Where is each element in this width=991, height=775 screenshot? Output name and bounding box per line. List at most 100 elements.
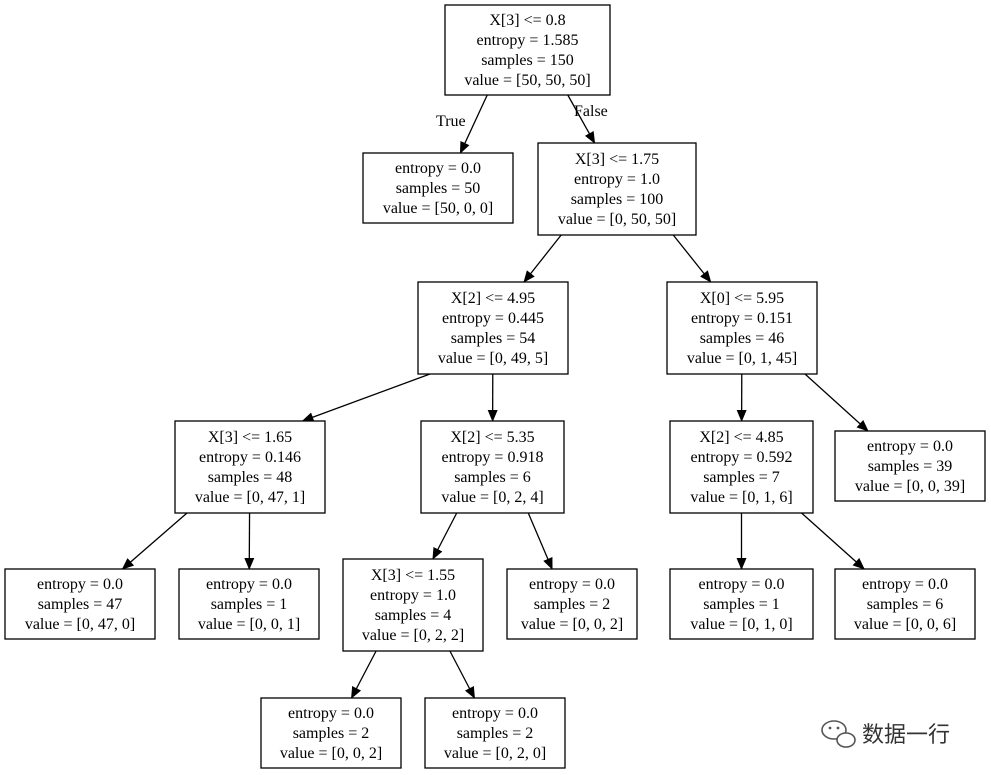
node-line: entropy = 0.146: [199, 449, 301, 466]
tree-node: entropy = 0.0 samples = 2 value = [0, 2, 0…: [424, 697, 566, 769]
node-line: samples = 47: [38, 596, 123, 613]
node-box: [669, 568, 814, 640]
edge-arrow: [121, 512, 188, 570]
node-line: value = [0, 1, 45]: [687, 350, 797, 367]
tree-node: X[3] <= 1.75 entropy = 1.0 samples = 100 va…: [537, 142, 697, 236]
tree-node: X[3] <= 1.55 entropy = 1.0 samples = 4 valu…: [342, 558, 484, 652]
node-line: entropy = 0.0: [395, 160, 481, 177]
node-box: [174, 420, 326, 514]
watermark: 数据一行: [821, 720, 950, 748]
node-line: entropy = 1.585: [477, 32, 579, 49]
node-line: samples = 1: [703, 596, 780, 613]
node-line: X[0] <= 5.95: [700, 290, 784, 307]
edge-label: True: [436, 113, 466, 130]
node-line: entropy = 0.0: [37, 576, 123, 593]
node-line: X[3] <= 1.65: [208, 429, 292, 446]
node-line: samples = 1: [211, 596, 288, 613]
node-line: value = [50, 0, 0]: [383, 200, 493, 217]
node-box: [420, 420, 565, 514]
node-line: X[2] <= 4.85: [699, 429, 783, 446]
node-line: entropy = 0.0: [699, 576, 785, 593]
node-box: [362, 152, 514, 224]
edges: True False: [121, 94, 869, 699]
node-box: [178, 568, 320, 640]
node-line: entropy = 0.0: [452, 705, 538, 722]
edge-arrow: [567, 94, 596, 144]
tree-node: X[3] <= 1.65 entropy = 0.146 samples = 48 v…: [174, 420, 326, 514]
node-line: entropy = 0.0: [206, 576, 292, 593]
node-line: value = [0, 49, 5]: [438, 350, 548, 367]
watermark-text: 数据一行: [862, 723, 950, 748]
node-line: value = [0, 1, 0]: [690, 616, 792, 633]
node-line: X[3] <= 0.8: [489, 12, 565, 29]
node-line: value = [0, 2, 4]: [441, 489, 543, 506]
node-line: value = [0, 47, 0]: [25, 616, 135, 633]
node-line: value = [0, 0, 2]: [280, 745, 382, 762]
edge-arrow: [449, 650, 476, 699]
node-line: value = [0, 2, 2]: [362, 627, 464, 644]
edge-arrow: [672, 234, 712, 283]
tree-node: entropy = 0.0 samples = 39 value = [0, 0, …: [834, 430, 986, 502]
node-line: samples = 7: [703, 469, 780, 486]
node-line: entropy = 0.0: [867, 438, 953, 455]
edge-arrow: [804, 373, 869, 432]
node-box: [342, 558, 484, 652]
edge-arrow: [432, 512, 458, 560]
node-line: samples = 4: [375, 607, 452, 624]
node-line: samples = 50: [396, 180, 481, 197]
tree-node: entropy = 0.0 samples = 6 value = [0, 0, 6…: [834, 568, 976, 640]
tree-node: entropy = 0.0 samples = 1 value = [0, 0, 1…: [178, 568, 320, 640]
node-line: value = [0, 2, 0]: [444, 745, 546, 762]
node-line: samples = 39: [868, 458, 953, 475]
edge-arrow: [801, 512, 865, 570]
node-line: samples = 6: [867, 596, 944, 613]
tree-node: entropy = 0.0 samples = 50 value = [50, 0,…: [362, 152, 514, 224]
node-line: value = [0, 0, 1]: [198, 616, 300, 633]
node-box: [444, 4, 611, 96]
node-line: samples = 2: [534, 596, 611, 613]
tree-node: X[2] <= 4.85 entropy = 0.592 samples = 7 va…: [669, 420, 814, 514]
node-line: entropy = 0.0: [862, 576, 948, 593]
node-line: samples = 46: [700, 330, 785, 347]
node-box: [417, 281, 569, 375]
node-line: X[3] <= 1.55: [371, 567, 455, 584]
node-line: samples = 2: [457, 725, 534, 742]
node-line: entropy = 0.592: [691, 449, 793, 466]
node-box: [834, 430, 986, 502]
node-box: [260, 697, 402, 769]
node-line: value = [50, 50, 50]: [464, 72, 590, 89]
tree-node: entropy = 0.0 samples = 1 value = [0, 1, 0…: [669, 568, 814, 640]
node-line: value = [0, 0, 6]: [854, 616, 956, 633]
nodes: X[3] <= 0.8 entropy = 1.585 samples = 150 v…: [4, 4, 986, 769]
edge-arrow: [350, 650, 377, 699]
node-line: samples = 48: [208, 469, 293, 486]
node-line: samples = 100: [571, 191, 664, 208]
edge-arrow: [523, 234, 562, 283]
node-line: value = [0, 1, 6]: [690, 489, 792, 506]
node-box: [834, 568, 976, 640]
node-line: entropy = 1.0: [370, 587, 456, 604]
node-line: X[3] <= 1.75: [575, 151, 659, 168]
node-line: samples = 54: [451, 330, 536, 347]
node-line: entropy = 1.0: [574, 171, 660, 188]
node-line: X[2] <= 5.35: [450, 429, 534, 446]
node-box: [506, 568, 638, 640]
node-line: entropy = 0.918: [442, 449, 544, 466]
node-line: value = [0, 47, 1]: [195, 489, 305, 506]
edge-arrow: [527, 512, 553, 570]
node-line: value = [0, 0, 39]: [855, 478, 965, 495]
edge-arrow: [301, 373, 431, 422]
node-line: samples = 150: [481, 52, 574, 69]
node-line: value = [0, 50, 50]: [558, 211, 676, 228]
edge-label: False: [574, 103, 608, 120]
node-box: [669, 420, 814, 514]
node-box: [666, 281, 818, 375]
node-box: [424, 697, 566, 769]
node-line: value = [0, 0, 2]: [521, 616, 623, 633]
tree-node: entropy = 0.0 samples = 47 value = [0, 47,…: [4, 568, 156, 640]
